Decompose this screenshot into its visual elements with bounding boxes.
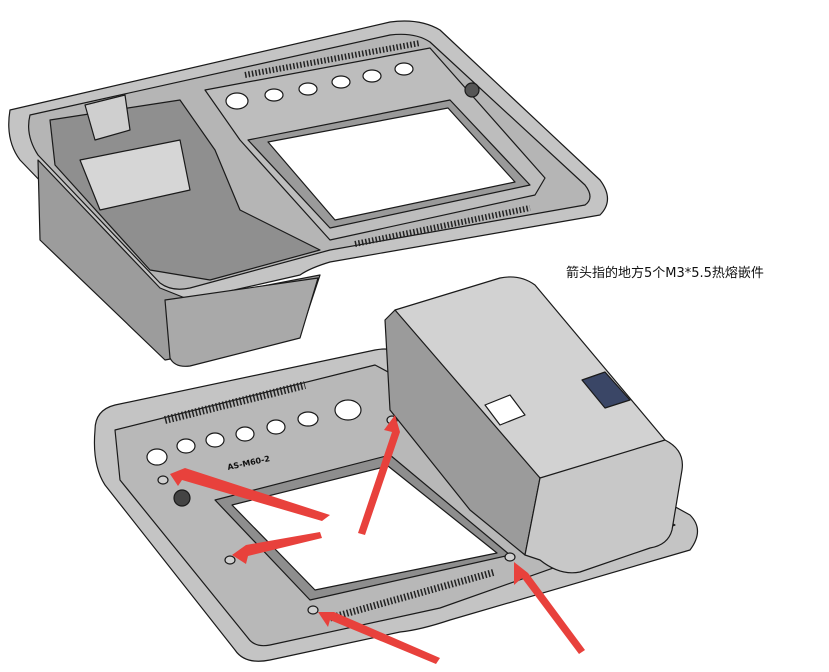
bottom-cover-vent-top bbox=[164, 381, 306, 424]
arrow-5 bbox=[514, 562, 585, 654]
top-housing-vent-top bbox=[244, 40, 421, 78]
bottom-cover-vent-bottom bbox=[329, 568, 496, 622]
arrow-3 bbox=[358, 415, 400, 535]
top-housing-screen-window bbox=[267, 107, 516, 221]
battery-box-opening bbox=[581, 371, 631, 409]
top-housing-cavity-block bbox=[79, 139, 191, 211]
arrow-2 bbox=[232, 532, 322, 564]
top-housing-box-front bbox=[164, 277, 319, 367]
top-housing-speaker-grille bbox=[464, 82, 480, 98]
battery-box-notch bbox=[484, 394, 526, 426]
arrow-4 bbox=[318, 612, 440, 664]
annotation-text: 箭头指的地方5个M3*5.5热熔嵌件 bbox=[566, 266, 764, 281]
bottom-cover-speaker-grille bbox=[173, 489, 191, 507]
bottom-cover-button-holes bbox=[146, 399, 362, 466]
top-housing-cavity-wall bbox=[84, 94, 131, 141]
arrow-1 bbox=[170, 468, 330, 521]
annotation-arrows bbox=[170, 415, 585, 664]
top-housing-button-holes bbox=[225, 62, 414, 110]
battery-box-front bbox=[524, 439, 683, 574]
